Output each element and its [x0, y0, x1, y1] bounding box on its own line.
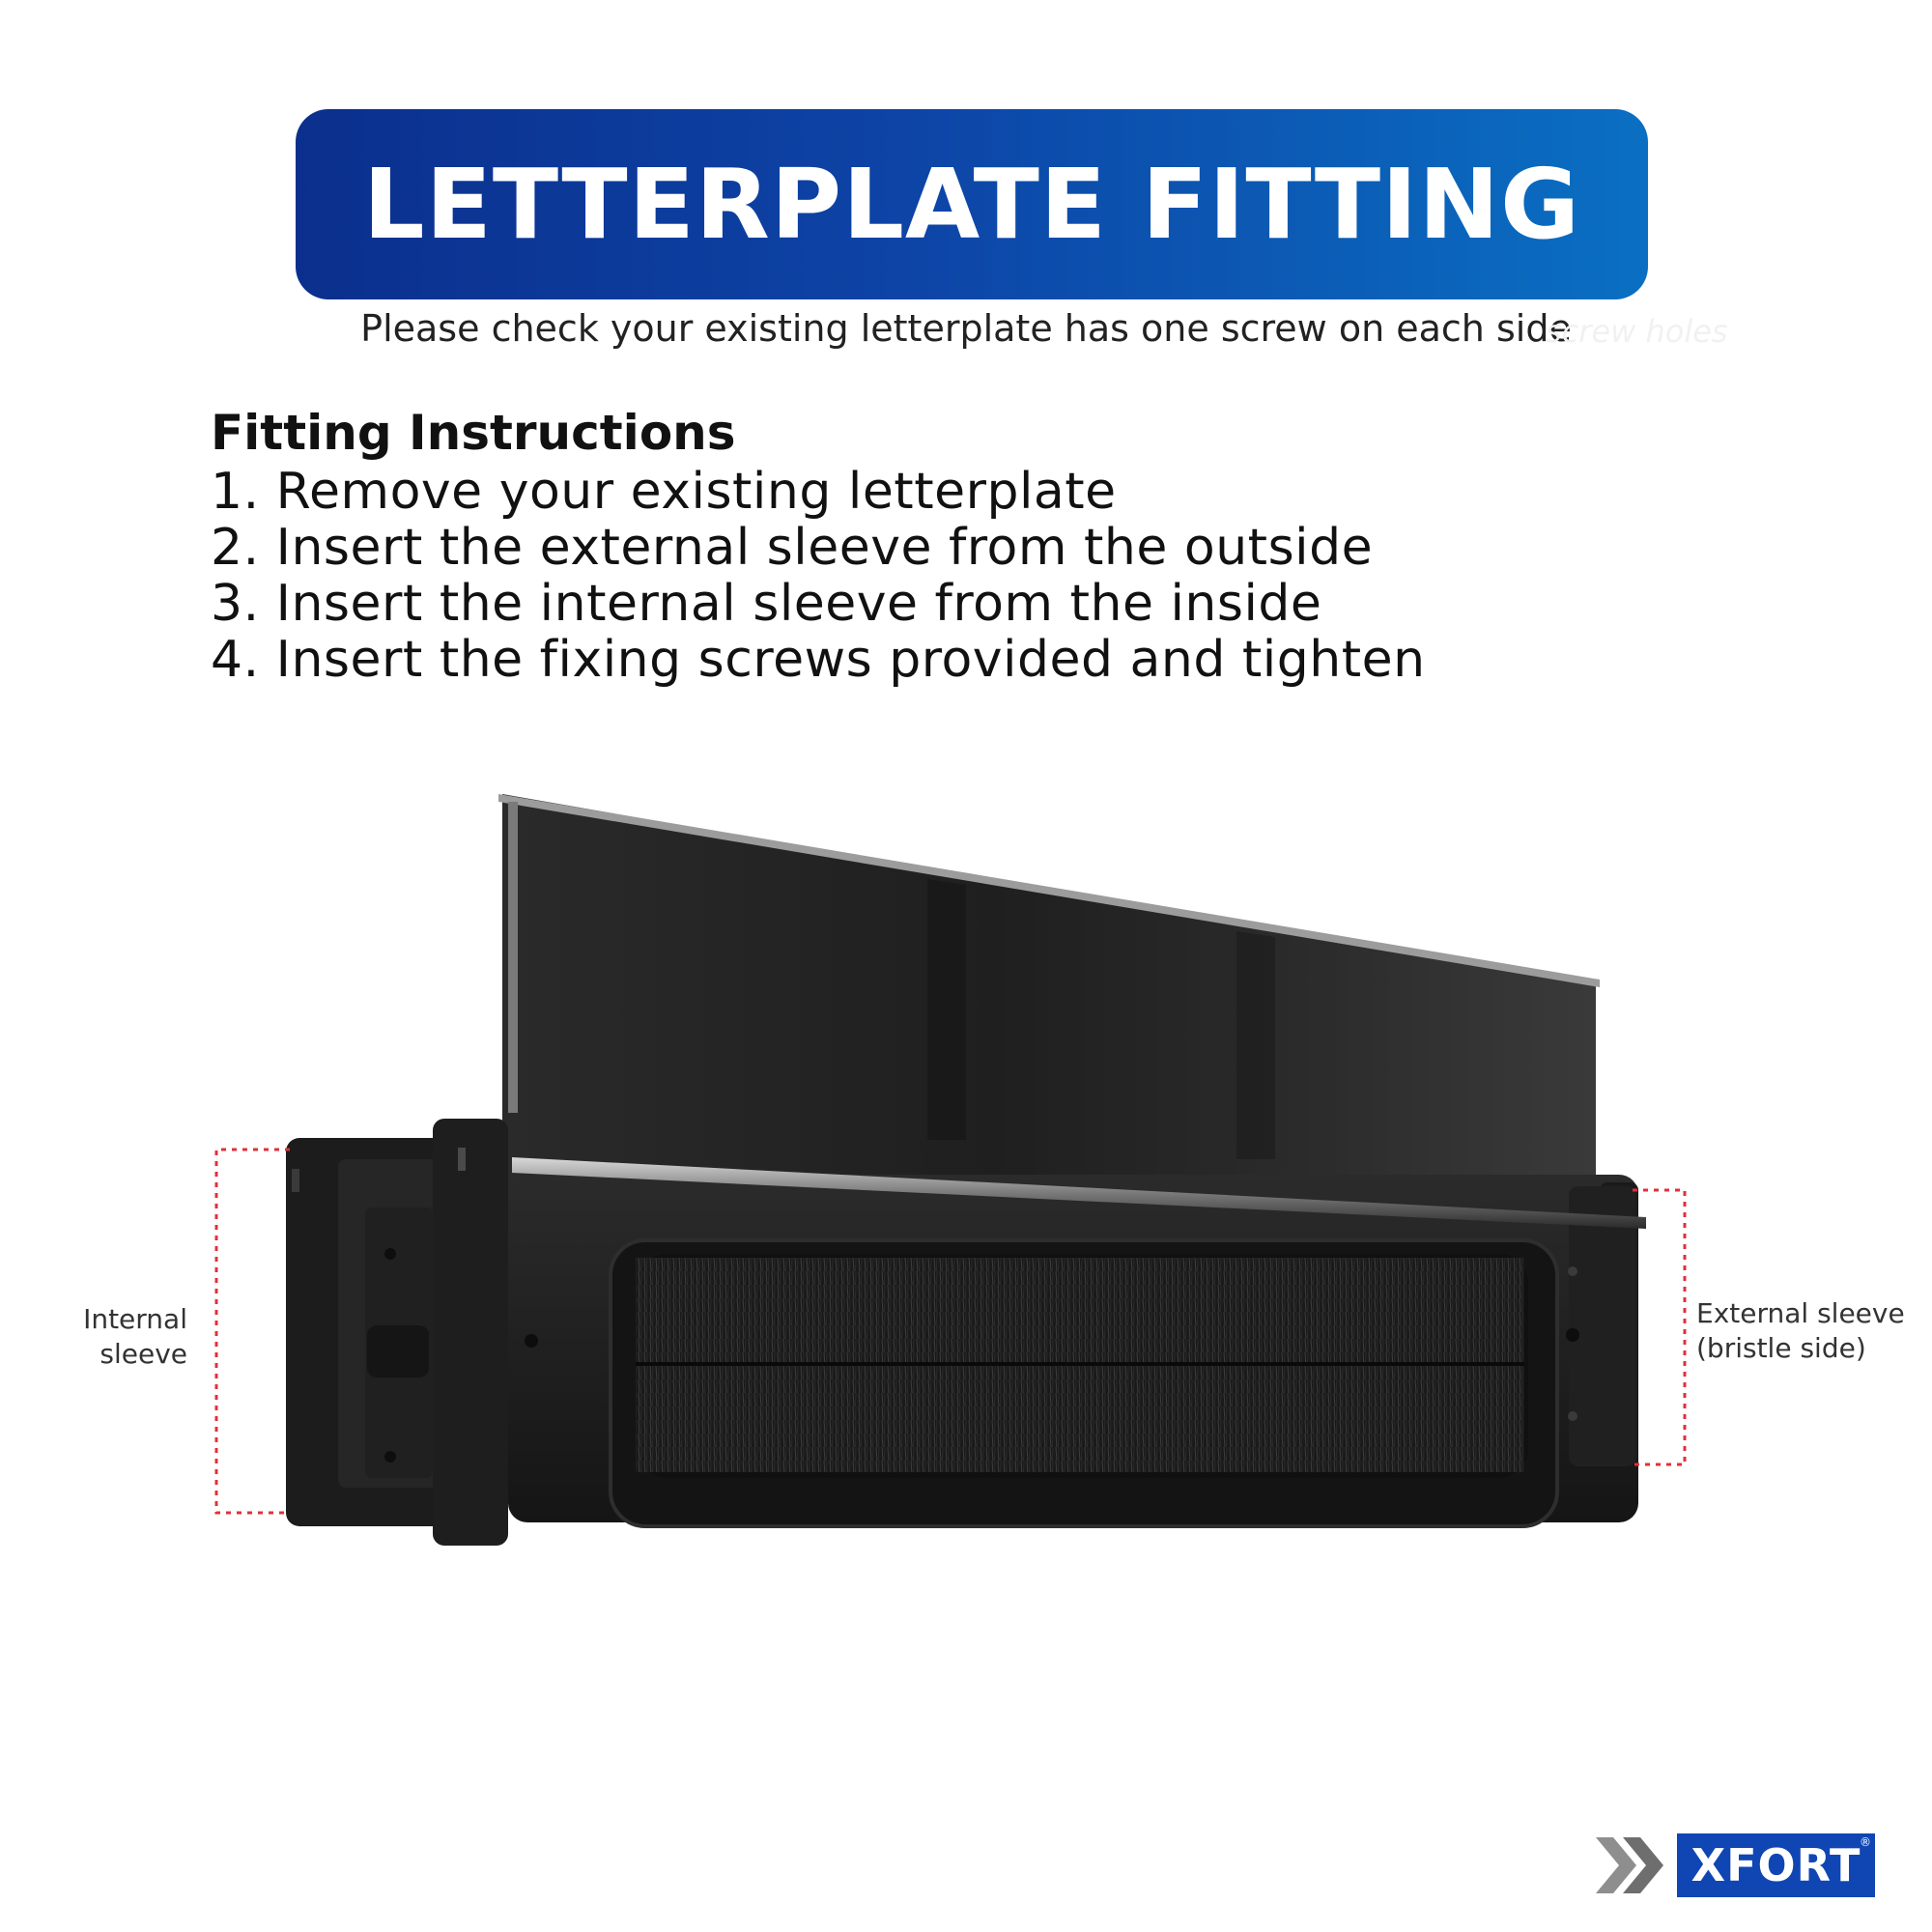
fitting-instructions: Fitting Instructions 1. Remove your exis… [211, 404, 1660, 688]
registered-mark: ® [1860, 1835, 1871, 1849]
internal-sleeve-label-line: Internal [83, 1303, 187, 1335]
external-sleeve [433, 1119, 1646, 1546]
instruction-step: 3. Insert the internal sleeve from the i… [211, 575, 1322, 633]
faint-overlay-text: screw holes [1546, 313, 1728, 350]
xfort-logo: XFORT ® [1592, 1833, 1875, 1897]
internal-sleeve-outline [214, 1148, 290, 1515]
external-sleeve-label-line: External sleeve [1696, 1297, 1905, 1329]
external-sleeve-label-line: (bristle side) [1696, 1332, 1866, 1364]
page-title: LETTERPLATE FITTING [362, 147, 1581, 261]
instructions-heading: Fitting Instructions [211, 405, 736, 461]
subtitle: Please check your existing letterplate h… [360, 307, 1572, 350]
instruction-step: 1. Remove your existing letterplate [211, 463, 1117, 521]
title-banner: LETTERPLATE FITTING [296, 109, 1648, 299]
instruction-step: 4. Insert the fixing screws provided and… [211, 631, 1426, 689]
instruction-step: 2. Insert the external sleeve from the o… [211, 519, 1374, 577]
internal-sleeve [286, 1138, 450, 1526]
x-mark-icon [1596, 1837, 1663, 1893]
brand-name: XFORT [1690, 1839, 1861, 1891]
internal-sleeve-label: Internal sleeve [58, 1302, 187, 1372]
external-sleeve-outline [1633, 1188, 1687, 1466]
external-sleeve-label: External sleeve (bristle side) [1696, 1296, 1928, 1366]
letterplate-flap [498, 794, 1600, 1206]
internal-sleeve-label-line: sleeve [99, 1338, 187, 1370]
xfort-logo-box: XFORT ® [1677, 1833, 1875, 1897]
